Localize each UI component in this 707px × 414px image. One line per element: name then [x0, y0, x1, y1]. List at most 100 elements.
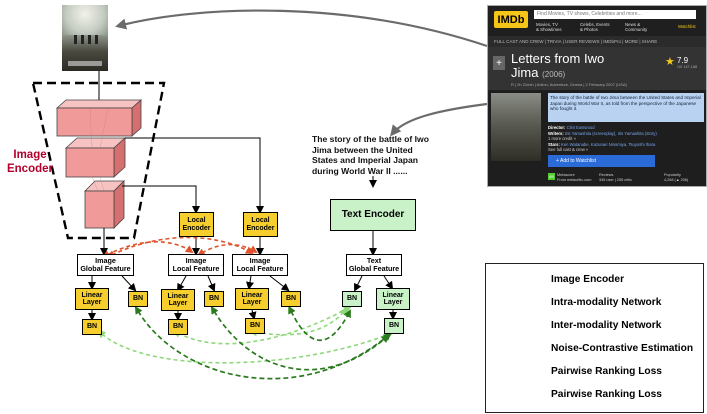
imdb-rating-count: /10 147,188	[677, 65, 698, 69]
imdb-nav-line: Celebs, Events	[580, 22, 610, 27]
imdb-stars-label: Stars:	[548, 142, 560, 147]
imdb-search-input: Find Movies, TV shows, Celebrities and m…	[534, 10, 696, 19]
imdb-metascore-label: Metascore	[557, 173, 575, 177]
text-encoder: Text Encoder	[330, 199, 416, 231]
imdb-stars-value: Ken Watanabe, Kazunari Ninomiya, Tsuyosh…	[561, 142, 656, 147]
bn-label: BN	[132, 295, 144, 303]
bn-label: BN	[208, 295, 220, 303]
image-encoder-label: Image Encoder	[6, 148, 54, 176]
feature-line2: Global Feature	[348, 264, 400, 273]
bn-label: BN	[86, 323, 98, 331]
plus-icon: +	[493, 56, 505, 70]
imdb-header: IMDb Find Movies, TV shows, Celebrities …	[488, 6, 706, 36]
receptive-lines	[89, 107, 109, 192]
imdb-watchlist: Watchlist	[678, 24, 696, 29]
imdb-subnav: FULL CAST AND CREW | TRIVIA | USER REVIE…	[488, 36, 706, 47]
imdb-metascore: 89	[548, 173, 555, 180]
legend-item: Intra-modality Network	[551, 297, 662, 308]
imdb-movie-title: Letters from Iwo Jima (2006)	[511, 52, 604, 82]
imdb-to-text-arrow	[390, 102, 488, 137]
imdb-title-line: Letters from Iwo	[511, 51, 605, 66]
nce-arrows	[101, 236, 258, 258]
imdb-nav-line: & Showtimes	[536, 27, 562, 32]
local-encoder-line2: Encoder	[182, 224, 211, 232]
imdb-writers-value: Iris Yamashita (screenplay), Iris Yamash…	[564, 131, 657, 136]
imdb-rating: 7.9	[677, 56, 689, 65]
image-encoder-label-line1: Image	[13, 149, 47, 161]
conv-block-1	[55, 99, 143, 137]
poster-figure	[74, 35, 77, 44]
imdb-writers-more: 1 more credit »	[548, 136, 576, 141]
story-line: during World War II ......	[312, 165, 408, 176]
imdb-nav-line: Movies, TV	[536, 22, 558, 27]
bn-box: BN	[204, 291, 224, 307]
imdb-summary: The story of the battle of Iwo Jima betw…	[548, 93, 704, 122]
linear-line2: Layer	[82, 299, 102, 306]
imdb-metascore-from: From metacritic.com	[557, 178, 592, 182]
imdb-nav-line: & Photos	[580, 27, 598, 32]
feature-line2: Local Feature	[172, 264, 220, 273]
feature-line1: Image	[249, 256, 271, 266]
bn-label: BN	[388, 322, 400, 330]
linear-line1: Linear	[241, 291, 263, 299]
conv-block-3	[84, 180, 125, 229]
legend-item: Pairwise Ranking Loss	[551, 366, 662, 377]
story-line: The story of the battle of Iwo	[312, 134, 429, 144]
imdb-stars: Stars: Ken Watanabe, Kazunari Ninomiya, …	[548, 142, 704, 147]
story-text: The story of the battle of Iwo Jima betw…	[312, 134, 462, 176]
linear-line1: Linear	[167, 292, 189, 300]
imdb-logo: IMDb	[494, 11, 528, 28]
text-encoder-label: Text Encoder	[341, 208, 405, 220]
story-line: Jima between the United	[312, 144, 413, 155]
feature-line1: Text	[366, 256, 382, 266]
feature-line1: Image	[185, 256, 207, 266]
bn-box: BN	[245, 318, 265, 334]
poster-sky	[62, 5, 108, 35]
linear-line1: Linear	[382, 291, 404, 299]
poster-figure	[81, 35, 84, 44]
bn-box: BN	[82, 319, 102, 335]
poster-figure	[88, 35, 91, 44]
poster-figure	[95, 35, 98, 44]
legend-item: Noise-Contrastive Estimation	[551, 343, 694, 354]
linear-line2: Layer	[383, 299, 403, 306]
feature-line2: Local Feature	[236, 264, 284, 273]
imdb-reviews-value: 345 user | 255 critic	[599, 178, 633, 182]
imdb-nav-line: Community	[625, 27, 648, 32]
bn-box: BN	[128, 291, 148, 307]
bn-label: BN	[249, 322, 261, 330]
rank-dark-arrows	[134, 305, 392, 380]
imdb-writers: Writers: Iris Yamashita (screenplay), Ir…	[548, 131, 704, 136]
legend-item: Inter-modality Network	[551, 320, 662, 331]
bn-label: BN	[346, 295, 358, 303]
bn-box: BN	[384, 318, 404, 334]
imdb-writers-label: Writers:	[548, 131, 564, 136]
bn-box: BN	[168, 319, 188, 335]
imdb-nav-item: News &Community	[625, 22, 647, 32]
legend-item: Image Encoder	[551, 274, 625, 285]
imdb-year: (2006)	[542, 70, 566, 79]
local-encoder-line1: Local	[187, 217, 206, 225]
movie-poster	[62, 5, 108, 71]
imdb-reviews-label: Reviews	[599, 173, 614, 177]
imdb-stars-more: See full cast & crew »	[548, 147, 589, 152]
imdb-to-poster-arrow	[115, 9, 488, 48]
bn-label: BN	[172, 323, 184, 331]
legend-item: Pairwise Ranking Loss	[551, 389, 662, 400]
imdb-popularity-value: 4,268 (▲ 206)	[664, 178, 689, 182]
conv-block-2	[64, 137, 127, 178]
imdb-director-value: Clint Eastwood	[566, 125, 595, 130]
